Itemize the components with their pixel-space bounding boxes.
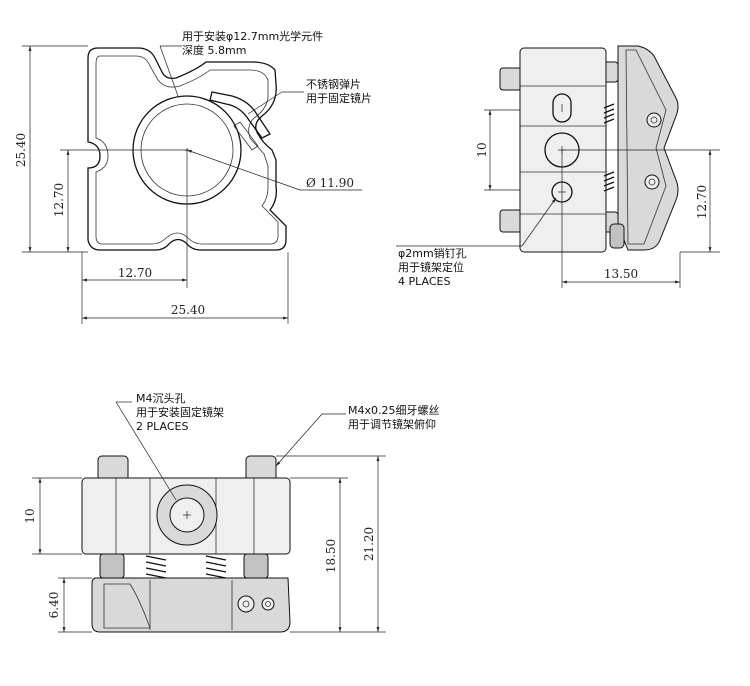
dim-side-width: 13.50	[604, 267, 638, 281]
note-counterbore-line1: M4沉头孔	[136, 392, 186, 405]
side-spring-bottom	[603, 171, 615, 192]
side-pin-top	[499, 67, 523, 91]
note-pin-hole-line2: 用于镜架定位	[398, 260, 464, 274]
dim-top-block-height: 10	[23, 508, 37, 523]
dim-top-total-height: 21.20	[362, 527, 376, 561]
side-pin-bottom	[499, 209, 523, 233]
dim-top-mid-height: 18.50	[324, 539, 338, 573]
note-counterbore-line3: 2 PLACES	[136, 420, 188, 433]
top-set-screw	[261, 597, 275, 611]
dim-front-height-total: 25.40	[14, 133, 28, 167]
side-plate-screw-bottom	[644, 174, 660, 190]
top-view: 10 6.40 18.50 21.20 M4沉头孔 用于安装固定镜架 2 PLA…	[23, 392, 440, 633]
dim-top-base-height: 6.40	[47, 592, 61, 619]
dim-front-width-total: 25.40	[171, 303, 205, 317]
note-spring-clip-line1: 不锈钢弹片	[306, 77, 361, 91]
top-springs	[99, 553, 269, 579]
note-counterbore-line2: 用于安装固定镜架	[136, 405, 224, 419]
note-pin-hole-line3: 4 PLACES	[398, 275, 450, 288]
note-adjust-screw-line2: 用于调节镜架俯仰	[348, 417, 436, 431]
note-adjust-screw-line1: M4x0.25细牙螺丝	[348, 404, 440, 417]
top-base-plate	[91, 577, 291, 633]
note-pin-hole-line1: φ2mm销钉孔	[398, 246, 467, 260]
note-optic-mount-line1: 用于安装φ12.7mm光学元件	[182, 29, 323, 43]
front-body-outline	[87, 47, 287, 251]
side-slot	[552, 93, 572, 123]
dim-front-width-center: 12.70	[118, 266, 152, 280]
note-spring-clip-line2: 用于固定镜片	[306, 91, 372, 105]
side-plate	[617, 45, 679, 251]
top-adjust-screw	[237, 595, 255, 613]
dim-front-height-center: 12.70	[52, 183, 66, 217]
front-view: 25.40 12.70 12.70 25.40 Ø 11.90 用于安装φ12.…	[14, 29, 372, 324]
dim-side-pin-height: 12.70	[695, 185, 709, 219]
clip-slot	[233, 121, 259, 151]
front-body-inner-edge	[95, 55, 279, 245]
side-spring-top	[603, 103, 615, 124]
dim-side-block-height: 10	[475, 142, 489, 157]
side-view: 10 12.70 13.50 φ2mm销钉孔 用于镜架定位 4 PLACES	[396, 45, 720, 288]
side-plate-screw-top	[646, 112, 662, 128]
dim-bore-diameter: Ø 11.90	[306, 176, 354, 190]
spring-clip	[209, 91, 271, 139]
note-optic-mount-line2: 深度 5.8mm	[182, 43, 246, 57]
